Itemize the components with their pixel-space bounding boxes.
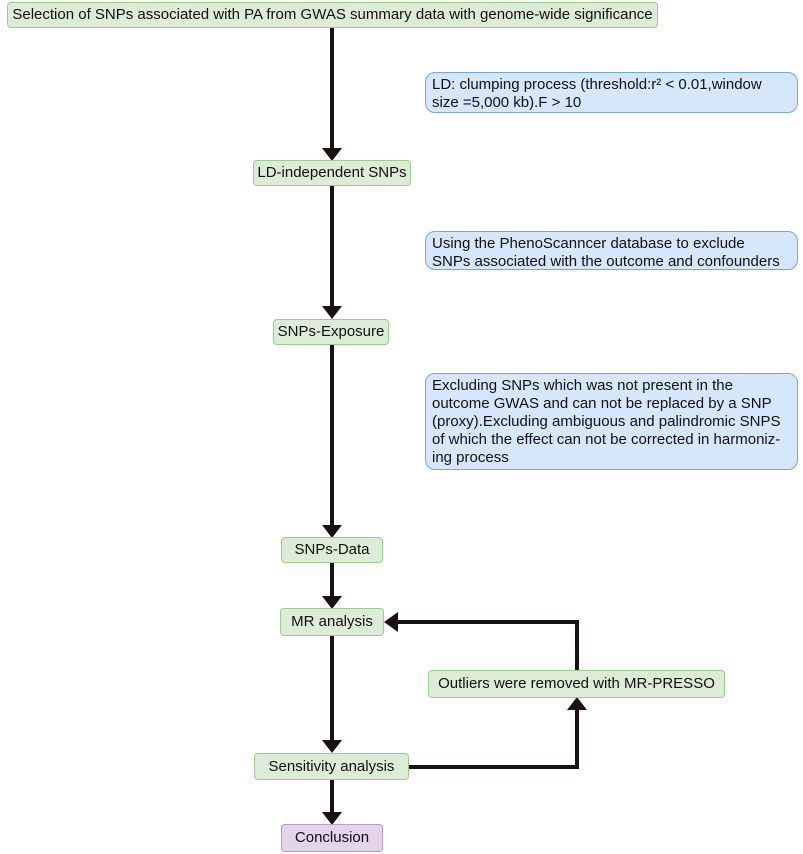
arrowhead xyxy=(322,812,342,825)
step-selection: Selection of SNPs associated with PA fro… xyxy=(7,2,658,28)
arrowhead xyxy=(322,525,342,538)
step-snps-exposure: SNPs-Exposure xyxy=(273,319,389,345)
step-conclusion: Conclusion xyxy=(281,824,383,852)
note-phenoscanner: Using the PhenoScanncer database to excl… xyxy=(425,231,798,270)
arrow-sensitivity-to-outliers xyxy=(409,708,579,769)
arrowhead xyxy=(322,740,342,753)
step-snps-data: SNPs-Data xyxy=(281,537,383,563)
step-ld-independent-snps: LD-independent SNPs xyxy=(253,160,411,186)
arrowhead xyxy=(567,697,587,710)
arrowhead xyxy=(322,306,342,319)
arrowhead xyxy=(322,148,342,161)
note-excluding-snps: Excluding SNPs which was not present in … xyxy=(425,373,798,470)
arrowhead xyxy=(384,612,398,632)
arrowhead xyxy=(322,596,342,609)
step-outliers-removed: Outliers were removed with MR-PRESSO xyxy=(428,670,725,698)
arrow-outliers-to-mr xyxy=(396,620,579,670)
note-ld-clumping: LD: clumping process (threshold:r² < 0.0… xyxy=(425,72,798,113)
step-mr-analysis: MR analysis xyxy=(280,608,384,636)
step-sensitivity-analysis: Sensitivity analysis xyxy=(254,753,409,780)
